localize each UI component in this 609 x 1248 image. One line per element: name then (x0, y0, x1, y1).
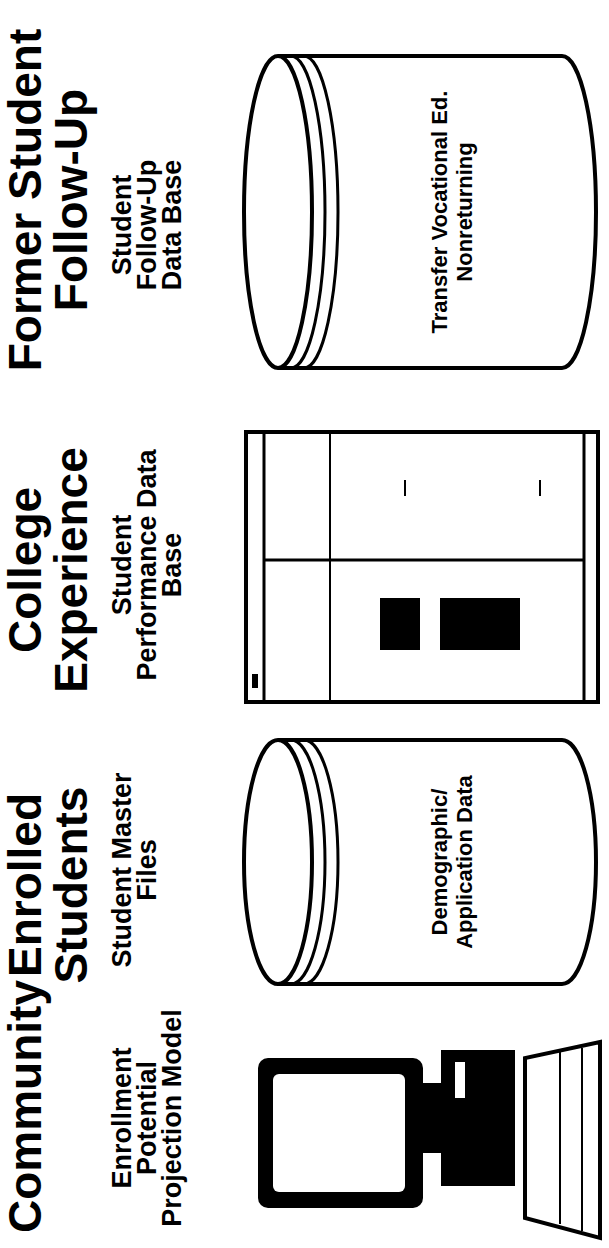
drive-panel (380, 598, 420, 650)
cabinet-tick (539, 480, 541, 496)
column-heading: Former Student Follow-Up (2, 10, 94, 390)
cylinder-top (244, 740, 312, 984)
cabinet-tick (404, 480, 406, 496)
cylinder-stripe (304, 740, 338, 984)
component-label: Student Master Files (110, 770, 160, 970)
cabinet-divider (264, 559, 584, 562)
key-row (559, 1052, 561, 1224)
cylinder-outline (242, 54, 598, 370)
column-heading: College Experience (2, 430, 94, 710)
cylinder-body (278, 56, 596, 368)
monitor-neck (423, 1083, 441, 1153)
cylinder-body (278, 740, 596, 984)
cylinder-stripe (291, 740, 325, 984)
cylinder-stripe (291, 56, 325, 368)
column-heading: Enrolled Students (2, 775, 94, 995)
cylinder-outline (242, 738, 598, 986)
cabinet-band (583, 432, 586, 702)
keyboard (525, 1042, 600, 1238)
component-label: Enrollment Potential Projection Model (110, 1008, 185, 1228)
computer-icon (258, 1042, 600, 1238)
database-cylinder: Demographic/ Application Data (242, 738, 598, 986)
drive-panel (440, 598, 520, 650)
monitor-frame (258, 1058, 423, 1208)
cabinet-tick (252, 674, 258, 688)
cabinet-shelf (329, 432, 331, 702)
component-label: Student Performance Data Base (110, 440, 185, 690)
component-label: Student Follow-Up Data Base (110, 140, 185, 310)
server-cabinet-icon (246, 432, 598, 702)
drive-slot (455, 1062, 465, 1098)
cabinet-band (263, 432, 266, 702)
column-heading: Community (2, 1013, 48, 1233)
key-row (581, 1048, 583, 1231)
computer-base (441, 1050, 515, 1186)
cylinder-label: Transfer Vocational Ed. Nonreturning (427, 79, 477, 344)
database-cylinder: Transfer Vocational Ed. Nonreturning (242, 54, 598, 370)
cabinet-outline (246, 432, 598, 702)
cylinder-top (244, 56, 312, 368)
cylinder-label: Demographic/ Application Data (427, 758, 477, 966)
monitor-screen (273, 1074, 405, 1192)
cylinder-stripe (304, 56, 338, 368)
